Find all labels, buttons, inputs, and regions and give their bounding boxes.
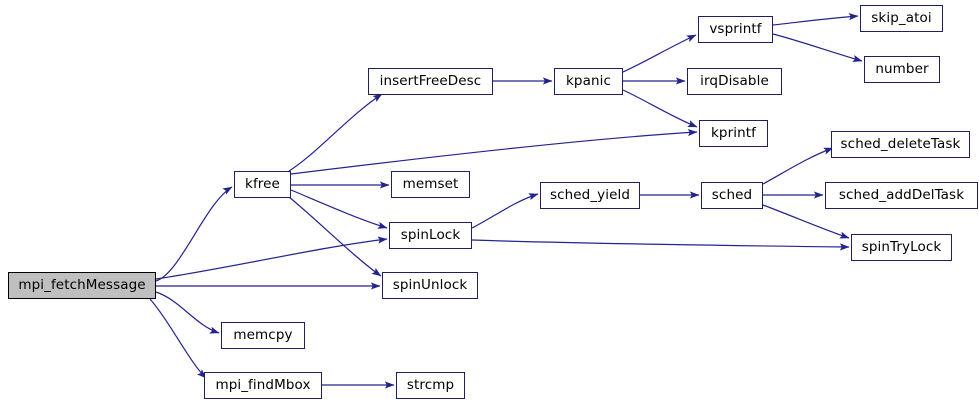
edge-spinLock-to-sched_yield: [471, 193, 539, 229]
node-sched_deleteTask[interactable]: sched_deleteTask: [831, 131, 970, 158]
edge-kfree-to-insertFreeDesc: [288, 93, 383, 172]
node-mpi_fetchMessage[interactable]: mpi_fetchMessage: [8, 272, 156, 299]
edge-kfree-to-spinLock: [290, 189, 388, 229]
node-irqDisable[interactable]: irqDisable: [687, 68, 782, 95]
node-label: sched: [711, 186, 753, 203]
edges: [149, 13, 863, 389]
edge-mpi_fetchMessage-to-memcpy: [155, 291, 220, 334]
node-label: vsprintf: [709, 20, 762, 37]
node-kpanic[interactable]: kpanic: [554, 68, 623, 95]
node-label: spinTryLock: [861, 238, 942, 255]
node-kfree[interactable]: kfree: [234, 171, 291, 198]
node-label: mpi_fetchMessage: [18, 276, 146, 293]
node-label: strcmp: [406, 376, 455, 393]
node-spinUnlock[interactable]: spinUnlock: [382, 272, 478, 299]
node-label: kpanic: [566, 72, 611, 89]
node-spinTryLock[interactable]: spinTryLock: [851, 234, 952, 261]
edge-kpanic-to-vsprintf: [622, 34, 697, 73]
node-mpi_findMbox[interactable]: mpi_findMbox: [204, 372, 322, 399]
node-label: spinLock: [400, 226, 461, 243]
node-skip_atoi[interactable]: skip_atoi: [860, 5, 943, 32]
node-memset[interactable]: memset: [391, 171, 470, 198]
node-label: skip_atoi: [871, 9, 932, 26]
node-sched[interactable]: sched: [701, 182, 763, 209]
edge-mpi_fetchMessage-to-spinLock: [155, 236, 388, 280]
edge-mpi_fetchMessage-to-kfree: [155, 186, 233, 282]
edge-sched-to-sched_deleteTask: [762, 147, 834, 185]
node-label: mpi_findMbox: [215, 376, 311, 393]
node-label: kfree: [245, 175, 280, 192]
node-kprintf[interactable]: kprintf: [699, 120, 768, 147]
edge-spinLock-to-spinTryLock: [471, 239, 850, 251]
node-label: irqDisable: [700, 72, 769, 89]
edge-kpanic-to-kprintf: [622, 89, 698, 128]
node-sched_yield[interactable]: sched_yield: [540, 182, 640, 209]
node-label: kprintf: [711, 124, 756, 141]
node-label: number: [875, 60, 929, 77]
edge-sched-to-spinTryLock: [762, 204, 850, 239]
node-strcmp[interactable]: strcmp: [396, 372, 465, 399]
edge-kfree-to-kprintf: [290, 128, 698, 175]
node-spinLock[interactable]: spinLock: [389, 222, 472, 249]
edge-kfree-to-spinUnlock: [288, 196, 382, 277]
node-label: insertFreeDesc: [379, 72, 482, 89]
node-label: sched_addDelTask: [838, 186, 965, 203]
edge-mpi_fetchMessage-to-mpi_findMbox: [149, 298, 207, 379]
node-vsprintf[interactable]: vsprintf: [698, 16, 773, 43]
node-memcpy[interactable]: memcpy: [221, 322, 305, 349]
node-label: memset: [402, 175, 459, 192]
node-insertFreeDesc[interactable]: insertFreeDesc: [368, 68, 493, 95]
node-label: sched_yield: [549, 186, 631, 203]
node-label: sched_deleteTask: [840, 135, 961, 152]
edge-vsprintf-to-number: [772, 33, 863, 62]
node-label: spinUnlock: [392, 276, 468, 293]
edge-vsprintf-to-skip_atoi: [772, 13, 859, 26]
node-label: memcpy: [233, 326, 293, 343]
node-sched_addDelTask[interactable]: sched_addDelTask: [825, 182, 978, 209]
node-number[interactable]: number: [864, 56, 940, 83]
